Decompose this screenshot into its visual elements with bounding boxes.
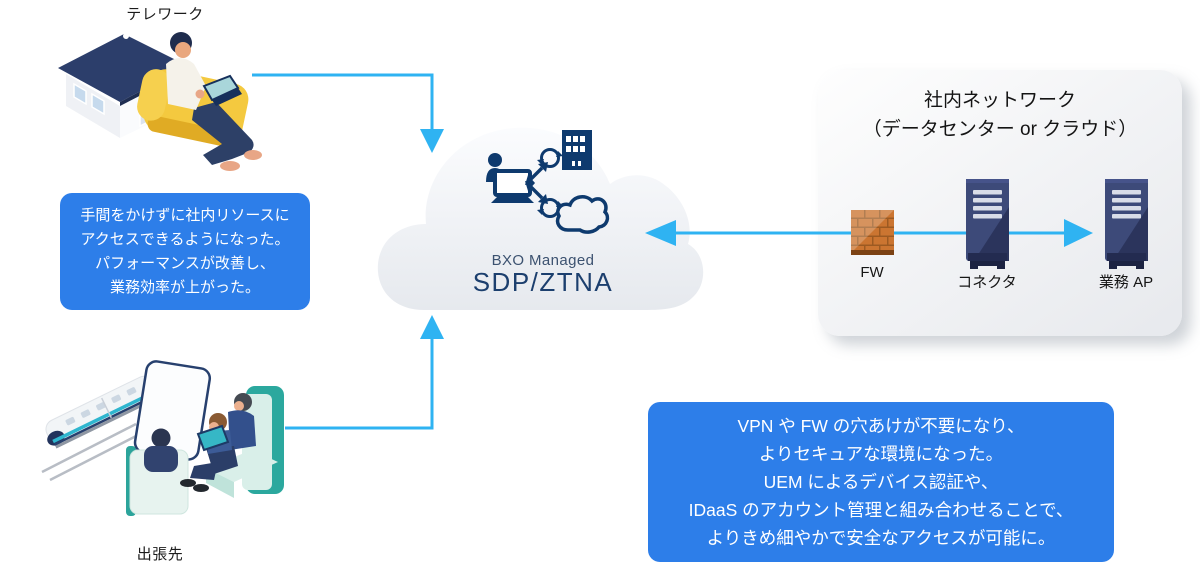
bench-passengers-icon	[180, 386, 284, 498]
callout-line: アクセスできるようになった。	[80, 230, 290, 248]
callout-line: UEM によるデバイス認証や、	[763, 472, 999, 492]
internal-network-title-line2: （データセンター or クラウド）	[862, 119, 1138, 140]
arrow-trip-to-cloud	[285, 338, 434, 430]
connector-server-icon	[966, 179, 1009, 269]
business-ap-label: 業務 AP	[1098, 274, 1154, 291]
arrowhead-left-icon	[645, 220, 676, 246]
connector-label: コネクタ	[957, 274, 1017, 291]
fw-label: FW	[860, 264, 884, 281]
remote-access-sync-icon	[486, 130, 610, 234]
callout-line: VPN や FW の穴あけが不要になり、	[737, 416, 1025, 436]
worker-on-sofa-icon	[137, 32, 262, 171]
security-benefit-callout: VPN や FW の穴あけが不要になり、 よりセキュアな環境になった。 UEM …	[648, 402, 1114, 562]
internal-network-title-line1: 社内ネットワーク	[923, 90, 1076, 111]
arrowhead-up-icon	[420, 315, 444, 339]
cloud-service-product: SDP/ZTNA	[472, 267, 614, 297]
arrowhead-down-icon	[420, 129, 444, 153]
arrowhead-right-icon	[1064, 219, 1093, 247]
cloud-shape-icon	[377, 127, 704, 310]
callout-line: よりセキュアな環境になった。	[758, 444, 1004, 464]
telework-label: テレワーク	[126, 6, 204, 23]
business-trip-illustration	[41, 360, 284, 516]
callout-line: IDaaS のアカウント管理と組み合わせることで、	[688, 500, 1074, 520]
telework-illustration	[58, 32, 262, 171]
business-ap-server-icon	[1105, 179, 1148, 269]
callout-line: パフォーマンスが改善し、	[95, 254, 275, 272]
telework-benefit-callout: 手間をかけずに社内リソースに アクセスできるようになった。 パフォーマンスが改善…	[60, 193, 310, 310]
arrow-telework-to-cloud	[252, 73, 434, 130]
cloud-service-brand: BXO Managed	[491, 252, 595, 269]
callout-line: 手間をかけずに社内リソースに	[80, 206, 290, 224]
business-trip-label: 出張先	[136, 546, 184, 563]
brick-firewall-icon	[851, 210, 894, 255]
train-icon	[41, 375, 159, 482]
callout-line: よりきめ細やかで安全なアクセスが可能に。	[706, 528, 1056, 548]
callout-line: 業務効率が上がった。	[109, 278, 260, 296]
internal-network-title: 社内ネットワーク （データセンター or クラウド）	[818, 86, 1182, 144]
opposite-seat-passenger-icon	[126, 428, 189, 516]
